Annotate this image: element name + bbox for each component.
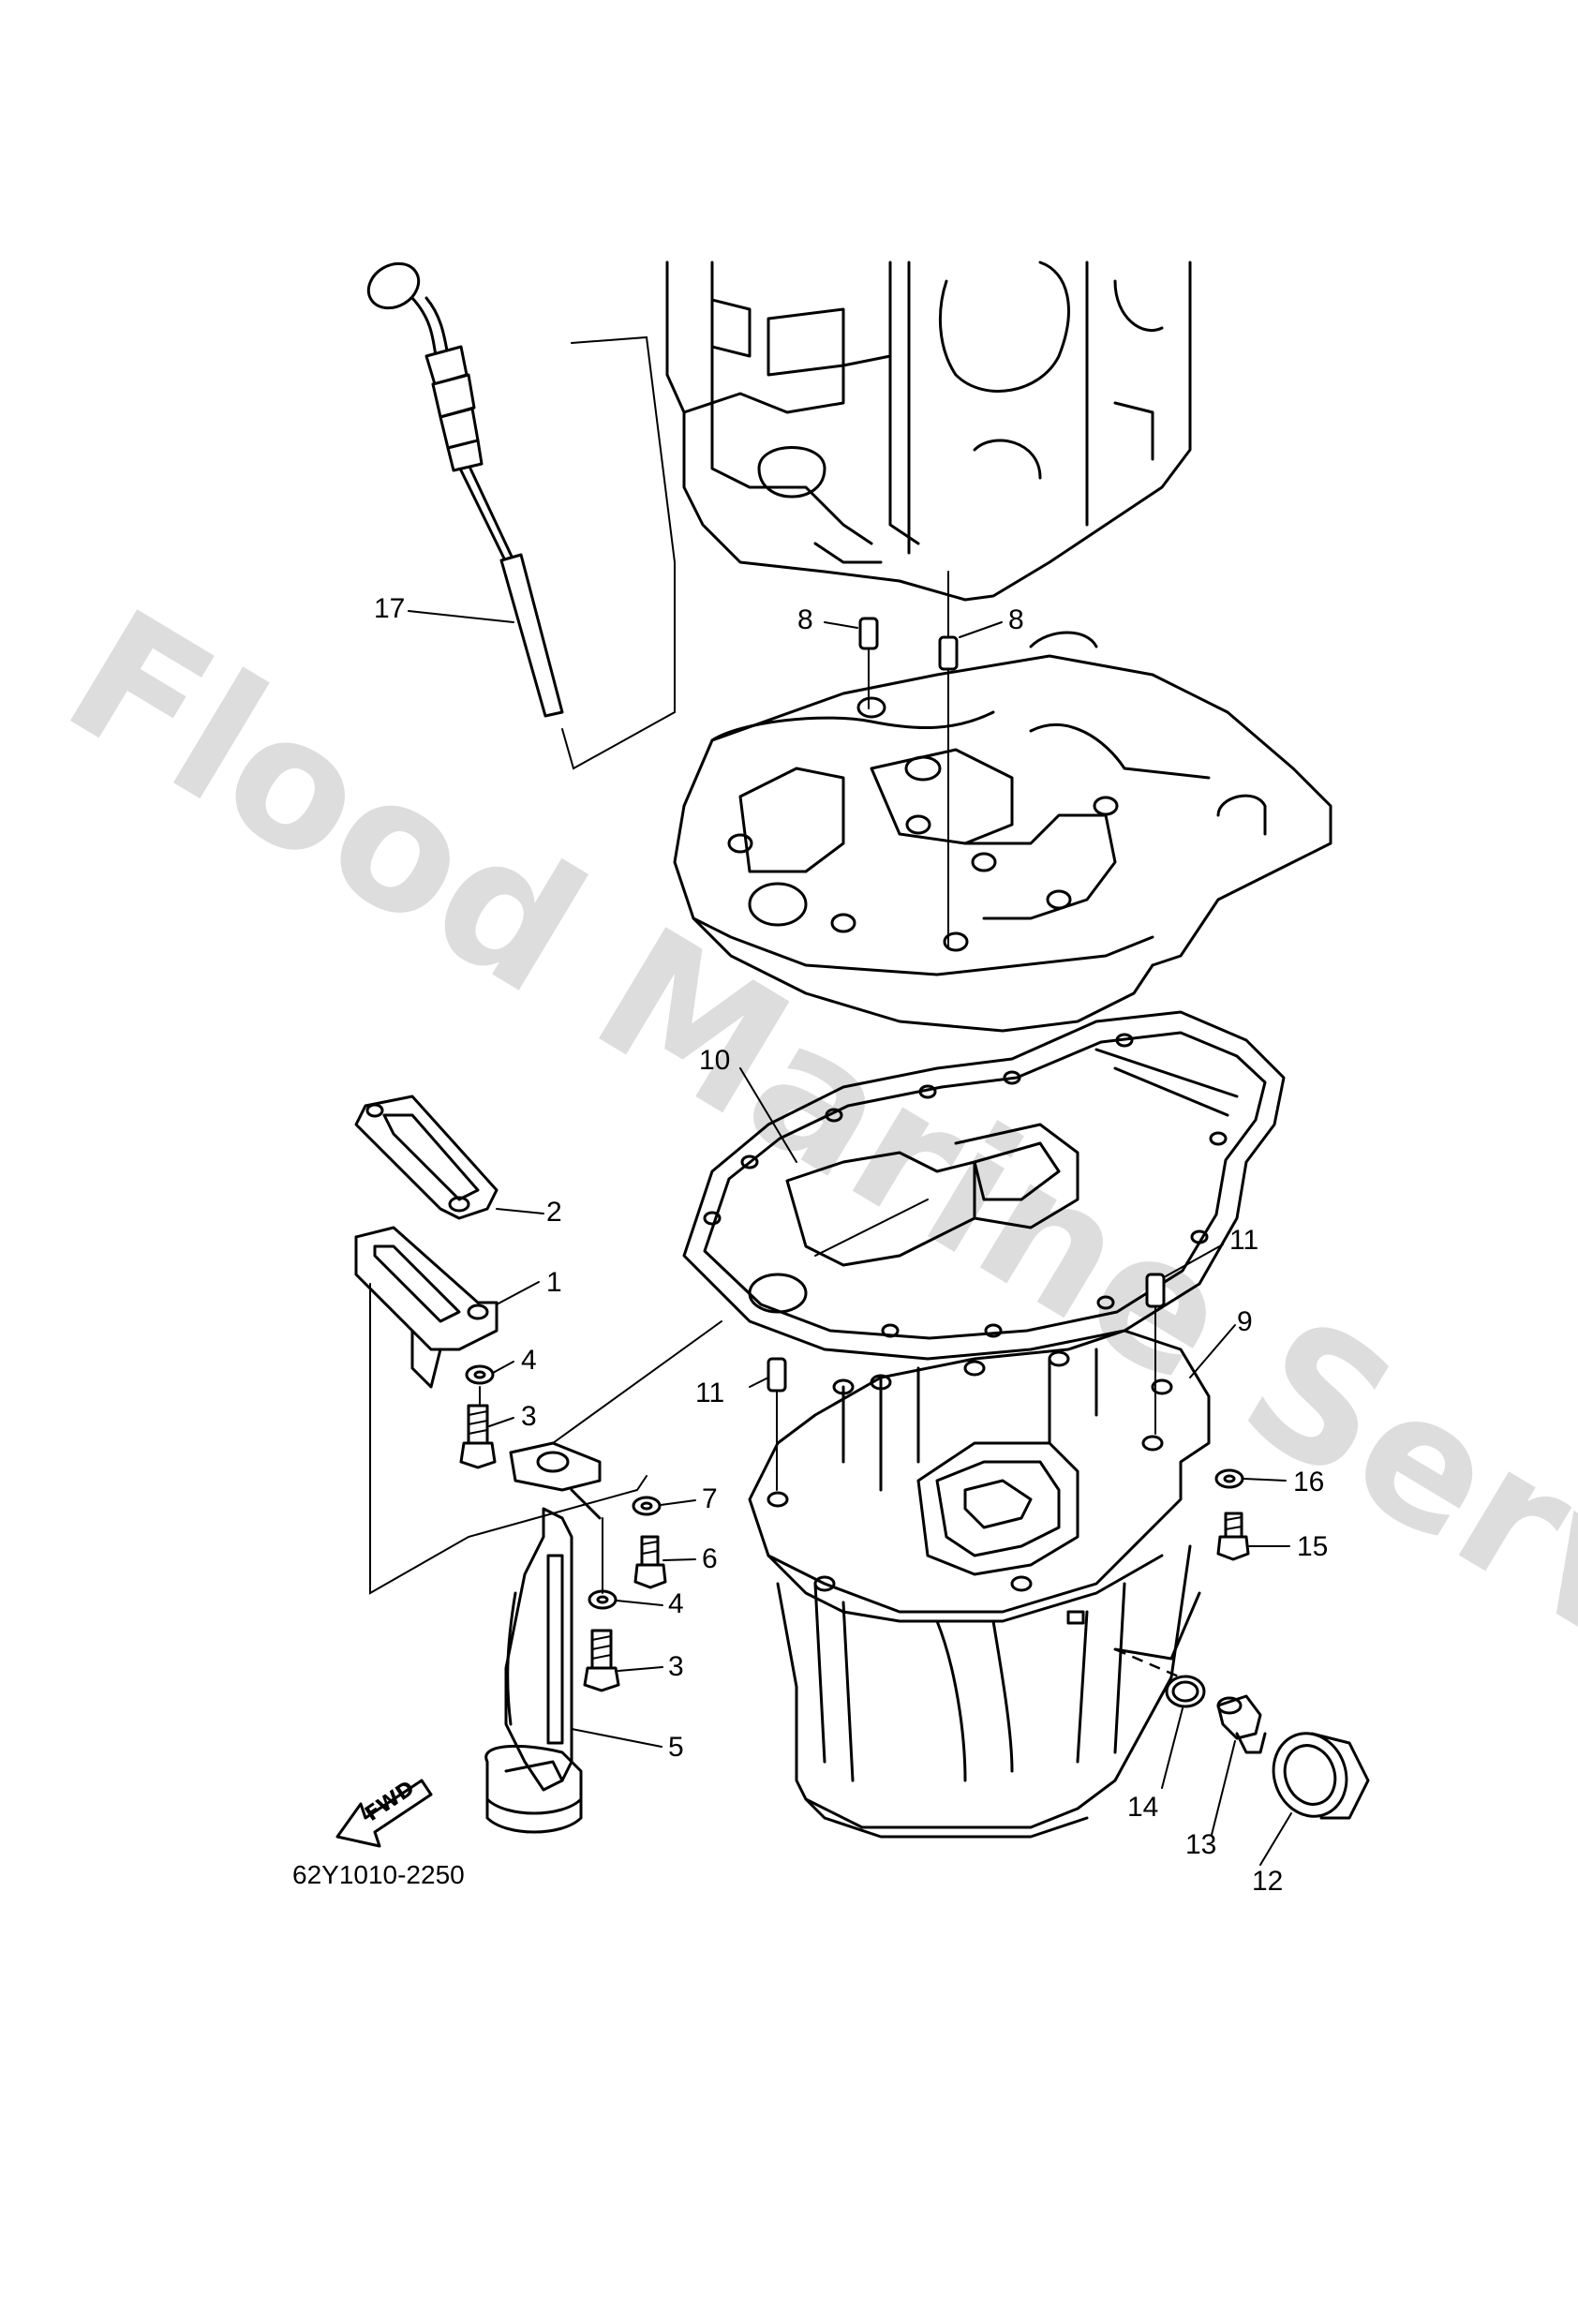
oil-pan-gasket [682, 1010, 1286, 1361]
callout-3-upper: 3 [521, 1401, 537, 1432]
assembly-guide-line-pickup [552, 1320, 722, 1444]
exhaust-guide-plate [673, 631, 1332, 1033]
callout-16: 16 [1293, 1467, 1324, 1497]
strainer-gasket [354, 1095, 499, 1220]
forward-direction-arrow: FWD [335, 1777, 433, 1848]
washer-16 [1214, 1468, 1244, 1489]
assembly-guide-line-left [369, 1283, 648, 1595]
drain-gasket [1165, 1675, 1206, 1708]
dipstick-guide-line [561, 335, 676, 770]
callout-5: 5 [668, 1732, 684, 1763]
callout-6: 6 [702, 1543, 718, 1574]
bolt-3-lower [583, 1629, 620, 1692]
drain-plug-cap [1272, 1732, 1370, 1820]
watermark-text: Flood Marine Services [35, 571, 1578, 1891]
callout-2: 2 [546, 1197, 562, 1228]
diagram-part-number: 62Y1010-2250 [292, 1860, 465, 1889]
drain-plug [1216, 1694, 1267, 1754]
callout-15: 15 [1297, 1531, 1328, 1562]
oil-pickup-flange [509, 1441, 602, 1520]
callout-11-right: 11 [1229, 1225, 1258, 1256]
callout-4-upper: 4 [521, 1345, 537, 1376]
callout-9: 9 [1237, 1306, 1253, 1337]
callout-4-lower: 4 [668, 1588, 684, 1619]
assembly-guide-line-washer [479, 1386, 603, 1594]
callout-13: 13 [1185, 1829, 1216, 1860]
engine-block [665, 261, 1192, 602]
callout-8-left: 8 [797, 604, 813, 635]
callout-8-right: 8 [1008, 604, 1024, 635]
callout-3-lower: 3 [668, 1651, 684, 1682]
callout-1: 1 [546, 1267, 562, 1298]
dowel-pin-8-right [938, 571, 959, 947]
callout-7: 7 [702, 1483, 718, 1514]
bolt-15 [1216, 1512, 1250, 1561]
washer-4-upper [465, 1364, 495, 1385]
bolt-3-upper [459, 1404, 497, 1469]
bolt-6 [633, 1535, 667, 1589]
oil-pan [748, 1329, 1211, 1839]
dowel-pin-8-left [858, 617, 879, 709]
dowel-pin-11-left [767, 1357, 787, 1491]
callout-17: 17 [374, 593, 405, 624]
callout-12: 12 [1252, 1866, 1283, 1897]
callout-numbers: 17 8 8 10 2 1 4 3 7 6 4 3 5 11 11 9 16 1… [374, 593, 1328, 1897]
leader-lines [408, 610, 1292, 1866]
callout-14: 14 [1127, 1792, 1158, 1823]
oil-strainer-pipe [484, 1507, 583, 1834]
washer-7 [632, 1496, 662, 1516]
callout-11-left: 11 [695, 1378, 724, 1408]
dowel-pin-11-right [1145, 1273, 1166, 1435]
callout-10: 10 [699, 1045, 730, 1076]
dipstick [366, 261, 564, 718]
strainer-cover [354, 1226, 499, 1389]
